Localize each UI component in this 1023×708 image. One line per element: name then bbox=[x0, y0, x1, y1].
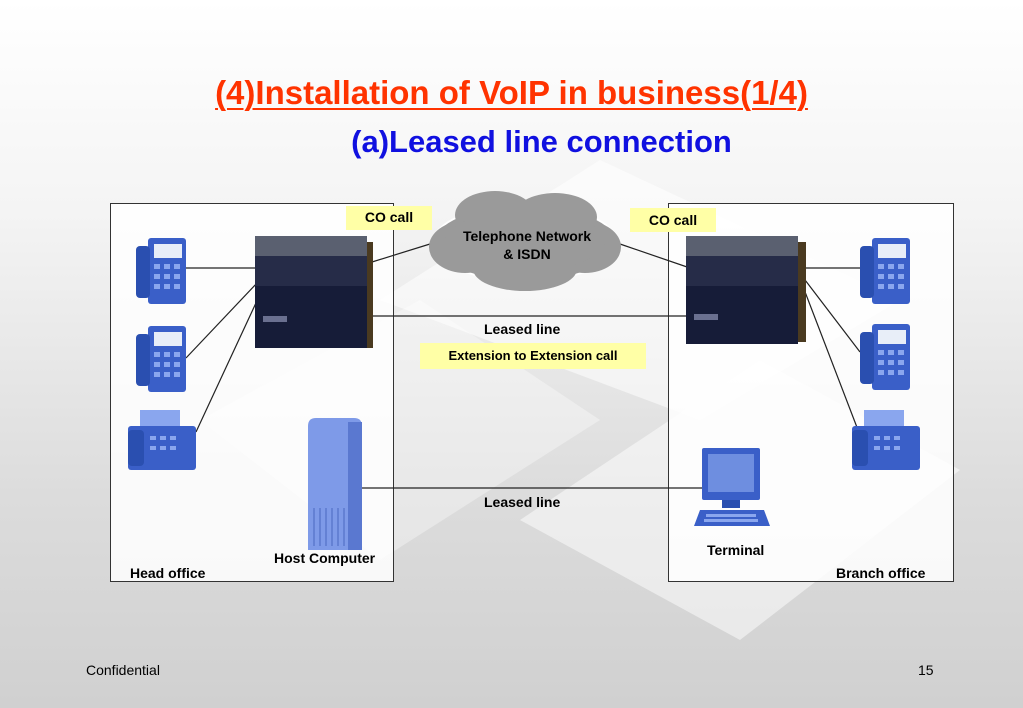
ip-phone-icon bbox=[860, 324, 910, 390]
network-cloud bbox=[429, 191, 621, 291]
confidential-footer: Confidential bbox=[86, 662, 160, 678]
slide-title: (4)Installation of VoIP in business(1/4) bbox=[215, 74, 808, 111]
fax-machine-icon bbox=[128, 410, 196, 470]
leased-line-top-label: Leased line bbox=[484, 321, 561, 337]
branch-office-label: Branch office bbox=[836, 565, 926, 581]
host-computer-label: Host Computer bbox=[274, 550, 376, 566]
fax-machine-icon bbox=[852, 410, 920, 470]
ip-phone-icon bbox=[136, 326, 186, 392]
terminal-label: Terminal bbox=[707, 542, 765, 558]
cloud-label-line2: & ISDN bbox=[503, 246, 551, 262]
page-number: 15 bbox=[918, 662, 934, 678]
leased-line-bottom-label: Leased line bbox=[484, 494, 561, 510]
pbx-branch-office bbox=[686, 236, 806, 344]
head-office-label: Head office bbox=[130, 565, 206, 581]
pbx-head-office bbox=[255, 236, 373, 348]
slide-subtitle: (a)Leased line connection bbox=[351, 124, 732, 159]
extension-call-tag: Extension to Extension call bbox=[420, 343, 646, 369]
co-call-right-tag: CO call bbox=[630, 208, 716, 232]
terminal-icon bbox=[694, 448, 770, 526]
co-call-left-tag: CO call bbox=[346, 206, 432, 230]
host-computer-icon bbox=[308, 418, 362, 550]
cloud-label-line1: Telephone Network bbox=[462, 228, 592, 244]
ip-phone-icon bbox=[860, 238, 910, 304]
ip-phone-icon bbox=[136, 238, 186, 304]
